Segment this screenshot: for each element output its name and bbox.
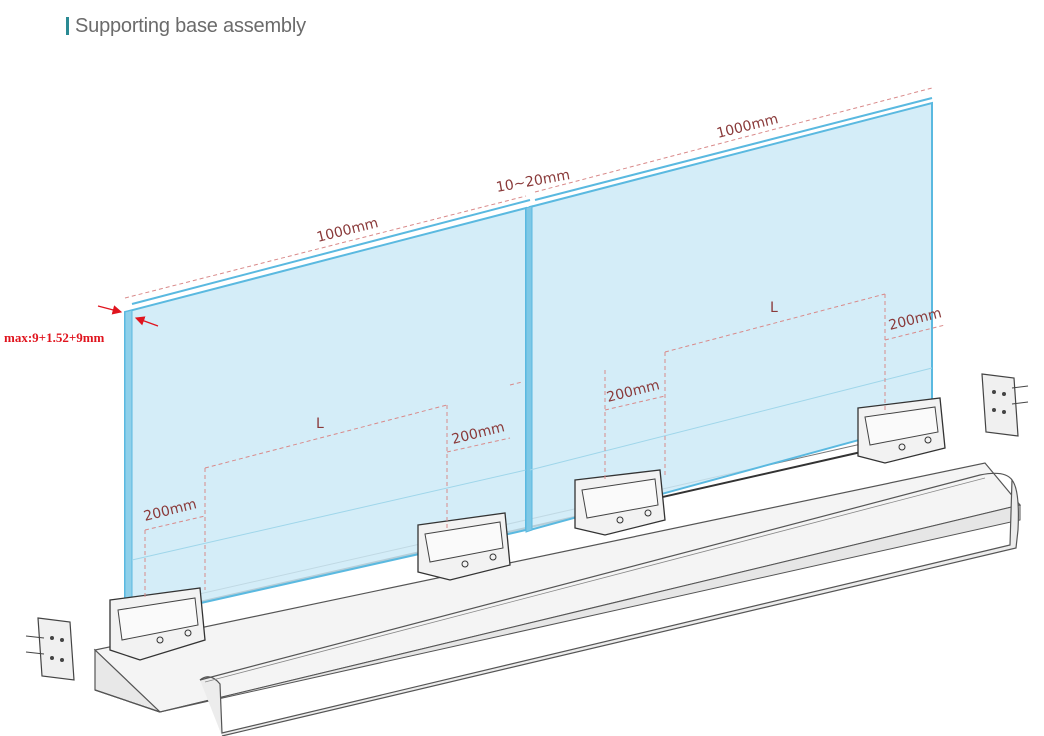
clamp-bracket-3 <box>574 469 666 536</box>
end-cap-left <box>25 617 75 681</box>
end-cap-right <box>981 373 1029 437</box>
glass-thickness-label: max:9+1.52+9mm <box>4 330 105 345</box>
right-spacing-L-label: L <box>770 300 778 316</box>
clamp-bracket-2 <box>417 512 511 581</box>
section-header: Supporting base assembly <box>66 14 306 38</box>
clamp-bracket-4 <box>857 397 946 464</box>
cover-profile <box>199 472 1019 736</box>
dimension-lines <box>124 87 946 600</box>
glass-panel-right <box>525 97 933 533</box>
thickness-arrows <box>97 305 159 327</box>
clamp-bracket-1 <box>109 587 206 661</box>
panel-gap-label: 10~20mm <box>495 167 571 196</box>
header-accent-bar <box>66 17 69 35</box>
panel-width-right-label: 1000mm <box>715 111 780 142</box>
section-title: Supporting base assembly <box>75 14 306 37</box>
left-spacing-L-label: L <box>316 416 324 432</box>
glass-panel-left <box>124 199 531 622</box>
